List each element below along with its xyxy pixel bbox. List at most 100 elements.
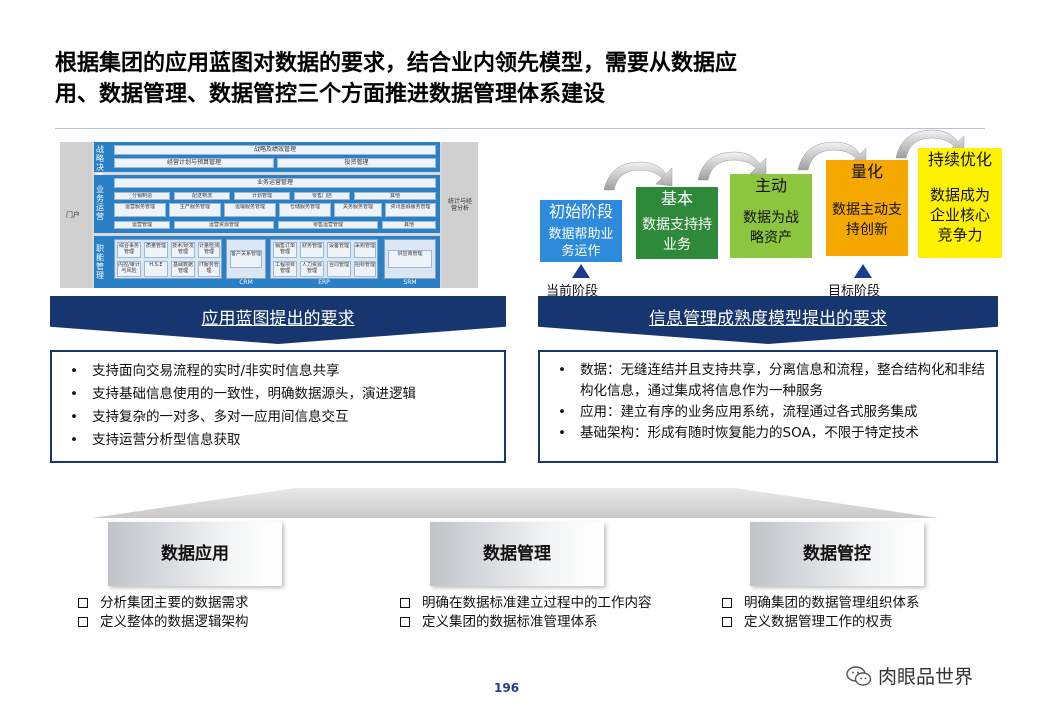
blueprint-chip: IT服务管理 [198,261,220,277]
blueprint-bar: 业务运营管理 [114,178,436,188]
blueprint-portal-label: 门户 [66,211,80,219]
list-item-text: 定义整体的数据逻辑架构 [100,614,249,630]
blueprint-bar: 经营计划与预算管理 [114,158,274,168]
blueprint-chip: 零售门店 [294,192,350,200]
blueprint-band-operations: 业务运营 业务运营管理 分销制造 配送物流 计划管理 零售门店 其他 运营服务管… [94,175,440,233]
blueprint-chip: 客户关系管理 [230,250,262,268]
list-item: • 支持运营分析型信息获取 [62,429,494,452]
blueprint-chip: 技术/研发管理 [171,242,195,258]
checkbox-bullet-icon [400,617,410,627]
blueprint-chip: 分销制造 [114,192,170,200]
page-title-line2: 用、数据管理、数据管控三个方面推进数据管理体系建设 [55,82,606,107]
list-item-text: 定义数据管理工作的权责 [744,614,893,630]
current-stage-marker [572,264,590,278]
stage-head-quantified: 量化 [826,160,908,184]
stage-body-active: 数据为战略资产 [730,198,812,258]
list-item-text: 明确集团的数据管理组织体系 [744,595,920,611]
blueprint-chip: 质量管理 [144,242,168,258]
blueprint-bar: 战略及绩效管理 [114,145,436,155]
blueprint-chip: 资讯金融服务管理 [385,203,436,217]
watermark-text: 肉眼品世界 [878,666,974,688]
stage-body-quantified: 数据主动支持创新 [826,184,908,256]
page-number: 196 [494,681,520,695]
list-item-text: 明确在数据标准建立过程中的工作内容 [422,595,652,611]
checkbox-bullet-icon [78,617,88,627]
blueprint-band-functions: 职能管理 综合事务管理 质量管理 技术/研发管理 计量检测管理 内控/审计与风险… [94,236,440,288]
blueprint-portal-column: 门户 [60,142,92,288]
list-item-text: 分析集团主要的数据需求 [100,595,249,611]
blueprint-chip: 仓储服务管理 [279,203,331,217]
blueprint-chip: 招标管理 [354,261,376,277]
stage-head-basic: 基本 [636,187,718,211]
list-item-text: 支持面向交易流程的实时/非实时信息共享 [92,363,340,379]
blueprint-chip: 配送物流 [174,192,230,200]
bullet-dot: • [70,432,78,448]
bullet-dot: • [70,363,78,379]
checkbox-bullet-icon [722,598,732,608]
blueprint-chip: 采购管理 [354,242,376,258]
list-item: •应用：建立有序的业务应用系统，流程通过各式服务集成 [550,402,986,423]
blueprint-chip: 工程项目管理 [273,261,297,277]
pillar-data-governance-list: 明确集团的数据管理组织体系 定义数据管理工作的权责 [722,594,992,632]
checkbox-bullet-icon [78,598,88,608]
list-item: • 支持面向交易流程的实时/非实时信息共享 [62,360,494,383]
blueprint-chip: 设备管理 [327,242,351,258]
list-item-text: 支持基础信息使用的一致性，明确数据源头，演进逻辑 [92,386,416,402]
list-item: 分析集团主要的数据需求 [78,594,338,613]
blueprint-chip: 内控/审计与风险 [117,261,141,277]
list-item: 定义集团的数据标准管理体系 [400,613,690,632]
maturity-requirements-list: •数据：无缝连结并且支持共享，分离信息和流程，整合结构化和非结构化信息，通过集成… [538,350,998,463]
stage-body-basic: 数据支持持业务 [636,211,718,259]
pillar-data-governance: 数据管控 [750,522,924,586]
list-item-text: 支持运营分析型信息获取 [92,432,241,448]
pillar-data-application-list: 分析集团主要的数据需求 定义整体的数据逻辑架构 [78,594,338,632]
blueprint-chip: 计量检测管理 [198,242,220,258]
blueprint-chip: 销售订单管理 [273,242,297,258]
blueprint-bar: 投资管理 [277,158,436,168]
target-stage-label: 目标阶段 [828,284,881,299]
list-item-text: 定义集团的数据标准管理体系 [422,614,598,630]
blueprint-chip: 计划管理 [234,192,290,200]
blueprint-chip: 供应商管理 [388,250,432,268]
blueprint-chip: 其他 [382,221,436,229]
blueprint-system-crm: CRM [239,279,253,286]
list-item-text: 支持复杂的一对多、多对一应用间信息交互 [92,409,349,425]
stage-head-initial: 初始阶段 [540,200,622,224]
list-item: • 支持基础信息使用的一致性，明确数据源头，演进逻辑 [62,383,494,406]
title-divider [55,128,985,129]
bullet-dot: • [70,386,78,402]
blueprint-chip: H.S.E [144,261,168,277]
bullet-dot: • [558,362,566,378]
list-item-text: 基础架构：形成有随时恢复能力的SOA，不限于特定技术 [580,425,919,441]
maturity-arrow [603,161,673,191]
blueprint-chip: 运营资源管理 [174,221,274,229]
pillar-data-application: 数据应用 [108,522,282,586]
blueprint-chip: 零售运营管理 [278,221,378,229]
blueprint-chip: 人力资源管理 [300,261,324,277]
current-stage-label: 当前阶段 [546,284,599,299]
blueprint-band-label: 职能管理 [96,244,104,280]
pillar-data-management-list: 明确在数据标准建立过程中的工作内容 定义集团的数据标准管理体系 [400,594,690,632]
blueprint-chip: 其他 [354,192,436,200]
pillar-data-management: 数据管理 [430,522,604,586]
list-item: 定义整体的数据逻辑架构 [78,613,338,632]
blueprint-chip: 财务管理 [300,242,324,258]
checkbox-bullet-icon [400,598,410,608]
blueprint-chip: 关务服务管理 [334,203,382,217]
checkbox-bullet-icon [722,617,732,627]
list-item: 明确在数据标准建立过程中的工作内容 [400,594,690,613]
blueprint-analytics-column: 统计与经营分析 [442,142,478,288]
target-stage-marker [854,264,872,278]
blueprint-chip: 生产服务管理 [169,203,221,217]
blueprint-analytics-label: 统计与经营分析 [447,198,472,212]
list-item-text: 应用：建立有序的业务应用系统，流程通过各式服务集成 [580,404,918,420]
list-item: 明确集团的数据管理组织体系 [722,594,992,613]
application-blueprint: 门户 战略决策 战略及绩效管理 经营计划与预算管理 投资管理 业务运营 业务运营… [60,142,478,288]
bullet-dot: • [70,409,78,425]
list-item: • 支持复杂的一对多、多对一应用间信息交互 [62,406,494,429]
stage-head-optimizing: 持续优化 [918,148,1002,172]
blueprint-chip: 运营管理 [114,221,170,229]
foundation-plate [92,488,938,518]
blueprint-band-strategy: 战略决策 战略及绩效管理 经营计划与预算管理 投资管理 [94,142,440,181]
page-title: 根据集团的应用蓝图对数据的要求，结合业内领先模型，需要从数据应 用、数据管理、数… [55,48,955,110]
